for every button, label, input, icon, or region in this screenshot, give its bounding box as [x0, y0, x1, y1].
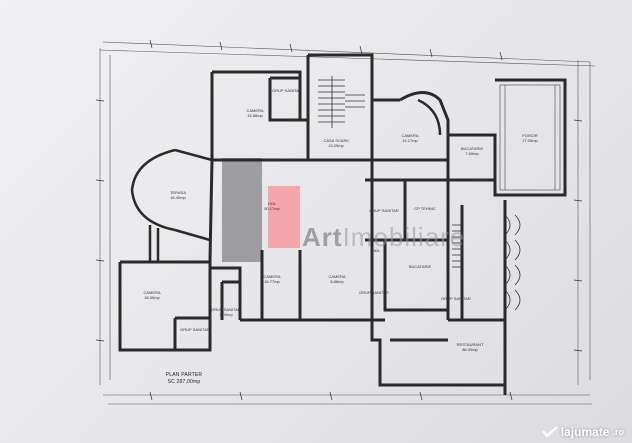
room-name: CAMERA: [263, 274, 281, 279]
plan-title: PLAN PARTER: [165, 372, 203, 378]
room-label-terasa: TERASA 16.40mp: [158, 190, 198, 200]
terrace-curve: [130, 98, 442, 262]
room-area: 18.00mp: [144, 295, 160, 300]
room-label-grup-sanitar-1: GRUP SANITAR: [267, 88, 307, 93]
window-arcs: [504, 214, 521, 311]
room-area: 16.77mp: [264, 279, 280, 284]
room-label-restaurant: RESTAURANT 86.00mp: [450, 342, 490, 352]
room-area: 8.88mp: [330, 279, 344, 284]
room-area: 16.40mp: [170, 195, 186, 200]
foisor-frame: [499, 84, 561, 191]
heart-check-icon: [541, 426, 558, 438]
room-label-camera-2: CAMERA 14.17mp: [390, 133, 430, 143]
brand-name: lajumate: [560, 425, 610, 439]
room-label-casa-scarii: CASA SCARII 13.29mp: [316, 138, 356, 148]
room-name: RESTAURANT: [456, 342, 484, 347]
walls: [118, 53, 567, 395]
room-label-foisor: FOISOR 17.00mp: [510, 133, 550, 143]
room-label-hol-2: HOL: [356, 248, 396, 253]
room-label-camera-4: CAMERA 8.88mp: [317, 274, 357, 284]
room-area: 15.88mp: [247, 113, 263, 118]
room-label-hol: HOL 50.17mp: [252, 201, 292, 211]
room-name: GRUP SANITAR: [211, 307, 241, 312]
room-name: GRUP SANITAR: [180, 327, 210, 332]
dimension-lines: [95, 39, 596, 405]
room-label-bucatarie-2: BUCATARIE: [400, 264, 440, 269]
room-name: GRUP SANITAR: [359, 290, 389, 295]
room-label-grup-sanitar-6: GRUP SANITAR: [436, 296, 476, 301]
room-name: CASA SCARII: [323, 138, 349, 143]
room-name: GRUP SANITAR: [441, 296, 471, 301]
room-name: FOISOR: [522, 133, 538, 138]
plan-area: SC 287,00mp: [167, 379, 201, 385]
room-label-cp-tehnic: CP TEHNIC: [405, 206, 445, 211]
brand-tld: .ro: [612, 427, 624, 437]
room-label-grup-sanitar-2: GRUP SANITAR: [364, 208, 404, 213]
shadow-block: [222, 158, 262, 262]
room-name: CAMERA: [328, 274, 346, 279]
room-name: CP TEHNIC: [414, 206, 436, 211]
room-label-grup-sanitar-3: GRUP SANITAR 3.00mp: [206, 307, 246, 317]
watermark-prefix: Art: [302, 221, 343, 252]
room-label-camera-1: CAMERA 15.88mp: [235, 108, 275, 118]
room-area: 86.00mp: [462, 347, 478, 352]
room-label-grup-sanitar-5: GRUP SANITAR: [354, 290, 394, 295]
room-area: 13.29mp: [328, 143, 344, 148]
room-name: HOL: [371, 248, 381, 253]
room-area: 14.17mp: [402, 138, 418, 143]
room-name: GRUP SANITAR: [369, 208, 399, 213]
room-name: TERASA: [169, 190, 186, 195]
highlighted-hall: [268, 186, 300, 248]
room-label-grup-sanitar-4: GRUP SANITAR: [175, 327, 215, 332]
room-area: 17.00mp: [522, 138, 538, 143]
room-label-bucatarie-1: BUCATARIE 7.60mp: [452, 146, 492, 156]
room-label-camera-3: CAMERA 16.77mp: [252, 274, 292, 284]
room-name: CAMERA: [246, 108, 264, 113]
room-area: 50.17mp: [264, 206, 280, 211]
plan-caption: PLAN PARTER SC 287,00mp: [149, 372, 219, 386]
room-area: 3.00mp: [219, 312, 233, 317]
room-name: CAMERA: [401, 133, 419, 138]
room-name: GRUP SANITAR: [272, 88, 302, 93]
watermark-rest: Imobiliare: [342, 221, 466, 252]
room-name: HOL: [267, 201, 277, 206]
room-name: BUCATARIE: [408, 264, 432, 269]
stairs: [318, 76, 462, 268]
room-name: BUCATARIE: [460, 146, 484, 151]
room-name: CAMERA: [143, 290, 161, 295]
room-area: 7.60mp: [465, 151, 479, 156]
room-label-camera-5: CAMERA 18.00mp: [132, 290, 172, 300]
lajumate-logo: lajumate.ro: [541, 425, 624, 439]
